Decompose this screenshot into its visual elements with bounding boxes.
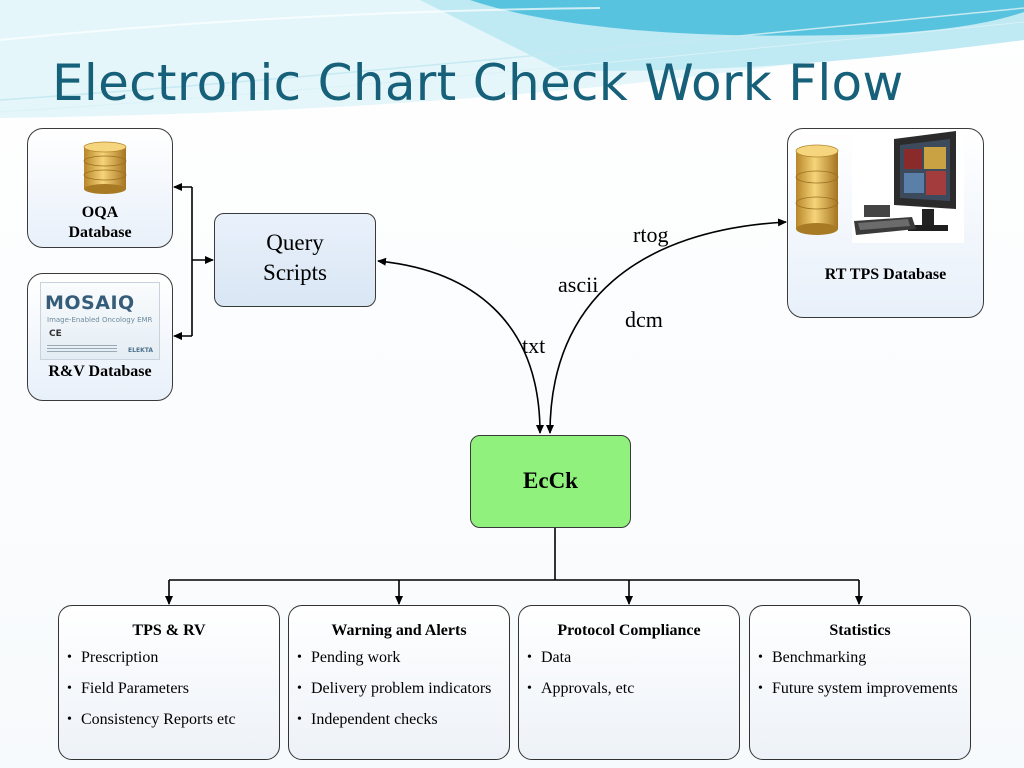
ecck-label: EcCk xyxy=(523,468,578,493)
oqa-label-line1: OQA xyxy=(81,204,119,221)
database-icon xyxy=(795,144,839,235)
rt-tps-database-box: RT TPS Database xyxy=(787,128,984,318)
label-txt: txt xyxy=(522,333,546,358)
oqa-label-line2: Database xyxy=(68,224,132,241)
card-list: Pending work Delivery problem indicators… xyxy=(289,648,509,730)
output-card-tps-rv: TPS & RV Prescription Field Parameters C… xyxy=(58,605,280,760)
card-list: Prescription Field Parameters Consistenc… xyxy=(59,648,279,730)
list-item: Independent checks xyxy=(297,710,499,730)
slide-title: Electronic Chart Check Work Flow xyxy=(52,54,904,112)
ecck-box: EcCk xyxy=(470,435,631,528)
mosaiq-brand: ELEKTA xyxy=(128,347,153,354)
rv-label: R&V Database xyxy=(48,363,152,380)
query-scripts-label: Query Scripts xyxy=(215,228,375,288)
card-title: Protocol Compliance xyxy=(557,622,701,639)
oqa-database-box: OQA Database xyxy=(27,128,173,248)
list-item: Consistency Reports etc xyxy=(67,710,269,730)
mosaiq-logo-tagline: Image-Enabled Oncology EMR xyxy=(47,316,153,324)
bracket-connector xyxy=(173,183,214,340)
card-title: Warning and Alerts xyxy=(331,622,467,639)
label-rtog: rtog xyxy=(633,222,669,247)
rv-database-box: MOSAIQ Image-Enabled Oncology EMR CE ELE… xyxy=(27,273,173,401)
card-list: Benchmarking Future system improvements xyxy=(750,648,970,699)
card-list: Data Approvals, etc xyxy=(519,648,739,699)
database-icon xyxy=(83,141,127,194)
label-dcm: dcm xyxy=(625,307,663,332)
list-item: Future system improvements xyxy=(758,679,960,699)
list-item: Delivery problem indicators xyxy=(297,679,499,699)
card-title: TPS & RV xyxy=(132,622,206,639)
workstation-icon xyxy=(852,129,964,243)
query-scripts-line2: Scripts xyxy=(263,260,327,285)
mosaiq-logo-word: MOSAIQ xyxy=(45,292,135,314)
rt-tps-label: RT TPS Database xyxy=(824,266,947,283)
list-item: Prescription xyxy=(67,648,269,668)
mosaiq-fine-print xyxy=(47,345,117,353)
list-item: Data xyxy=(527,648,729,668)
tps-to-ecck-arrow xyxy=(546,218,787,434)
list-item: Benchmarking xyxy=(758,648,960,668)
output-tree-connector xyxy=(165,528,863,605)
query-to-ecck-arrow xyxy=(377,257,544,434)
card-title: Statistics xyxy=(829,622,891,639)
list-item: Pending work xyxy=(297,648,499,668)
output-card-protocol: Protocol Compliance Data Approvals, etc xyxy=(518,605,740,760)
mosaiq-logo: MOSAIQ Image-Enabled Oncology EMR CE ELE… xyxy=(40,282,160,360)
query-scripts-box: Query Scripts xyxy=(214,213,376,307)
label-ascii: ascii xyxy=(558,272,599,297)
ce-mark: CE xyxy=(49,329,62,339)
output-card-warnings: Warning and Alerts Pending work Delivery… xyxy=(288,605,510,760)
list-item: Approvals, etc xyxy=(527,679,729,699)
list-item: Field Parameters xyxy=(67,679,269,699)
output-card-statistics: Statistics Benchmarking Future system im… xyxy=(749,605,971,760)
query-scripts-line1: Query xyxy=(266,230,324,255)
